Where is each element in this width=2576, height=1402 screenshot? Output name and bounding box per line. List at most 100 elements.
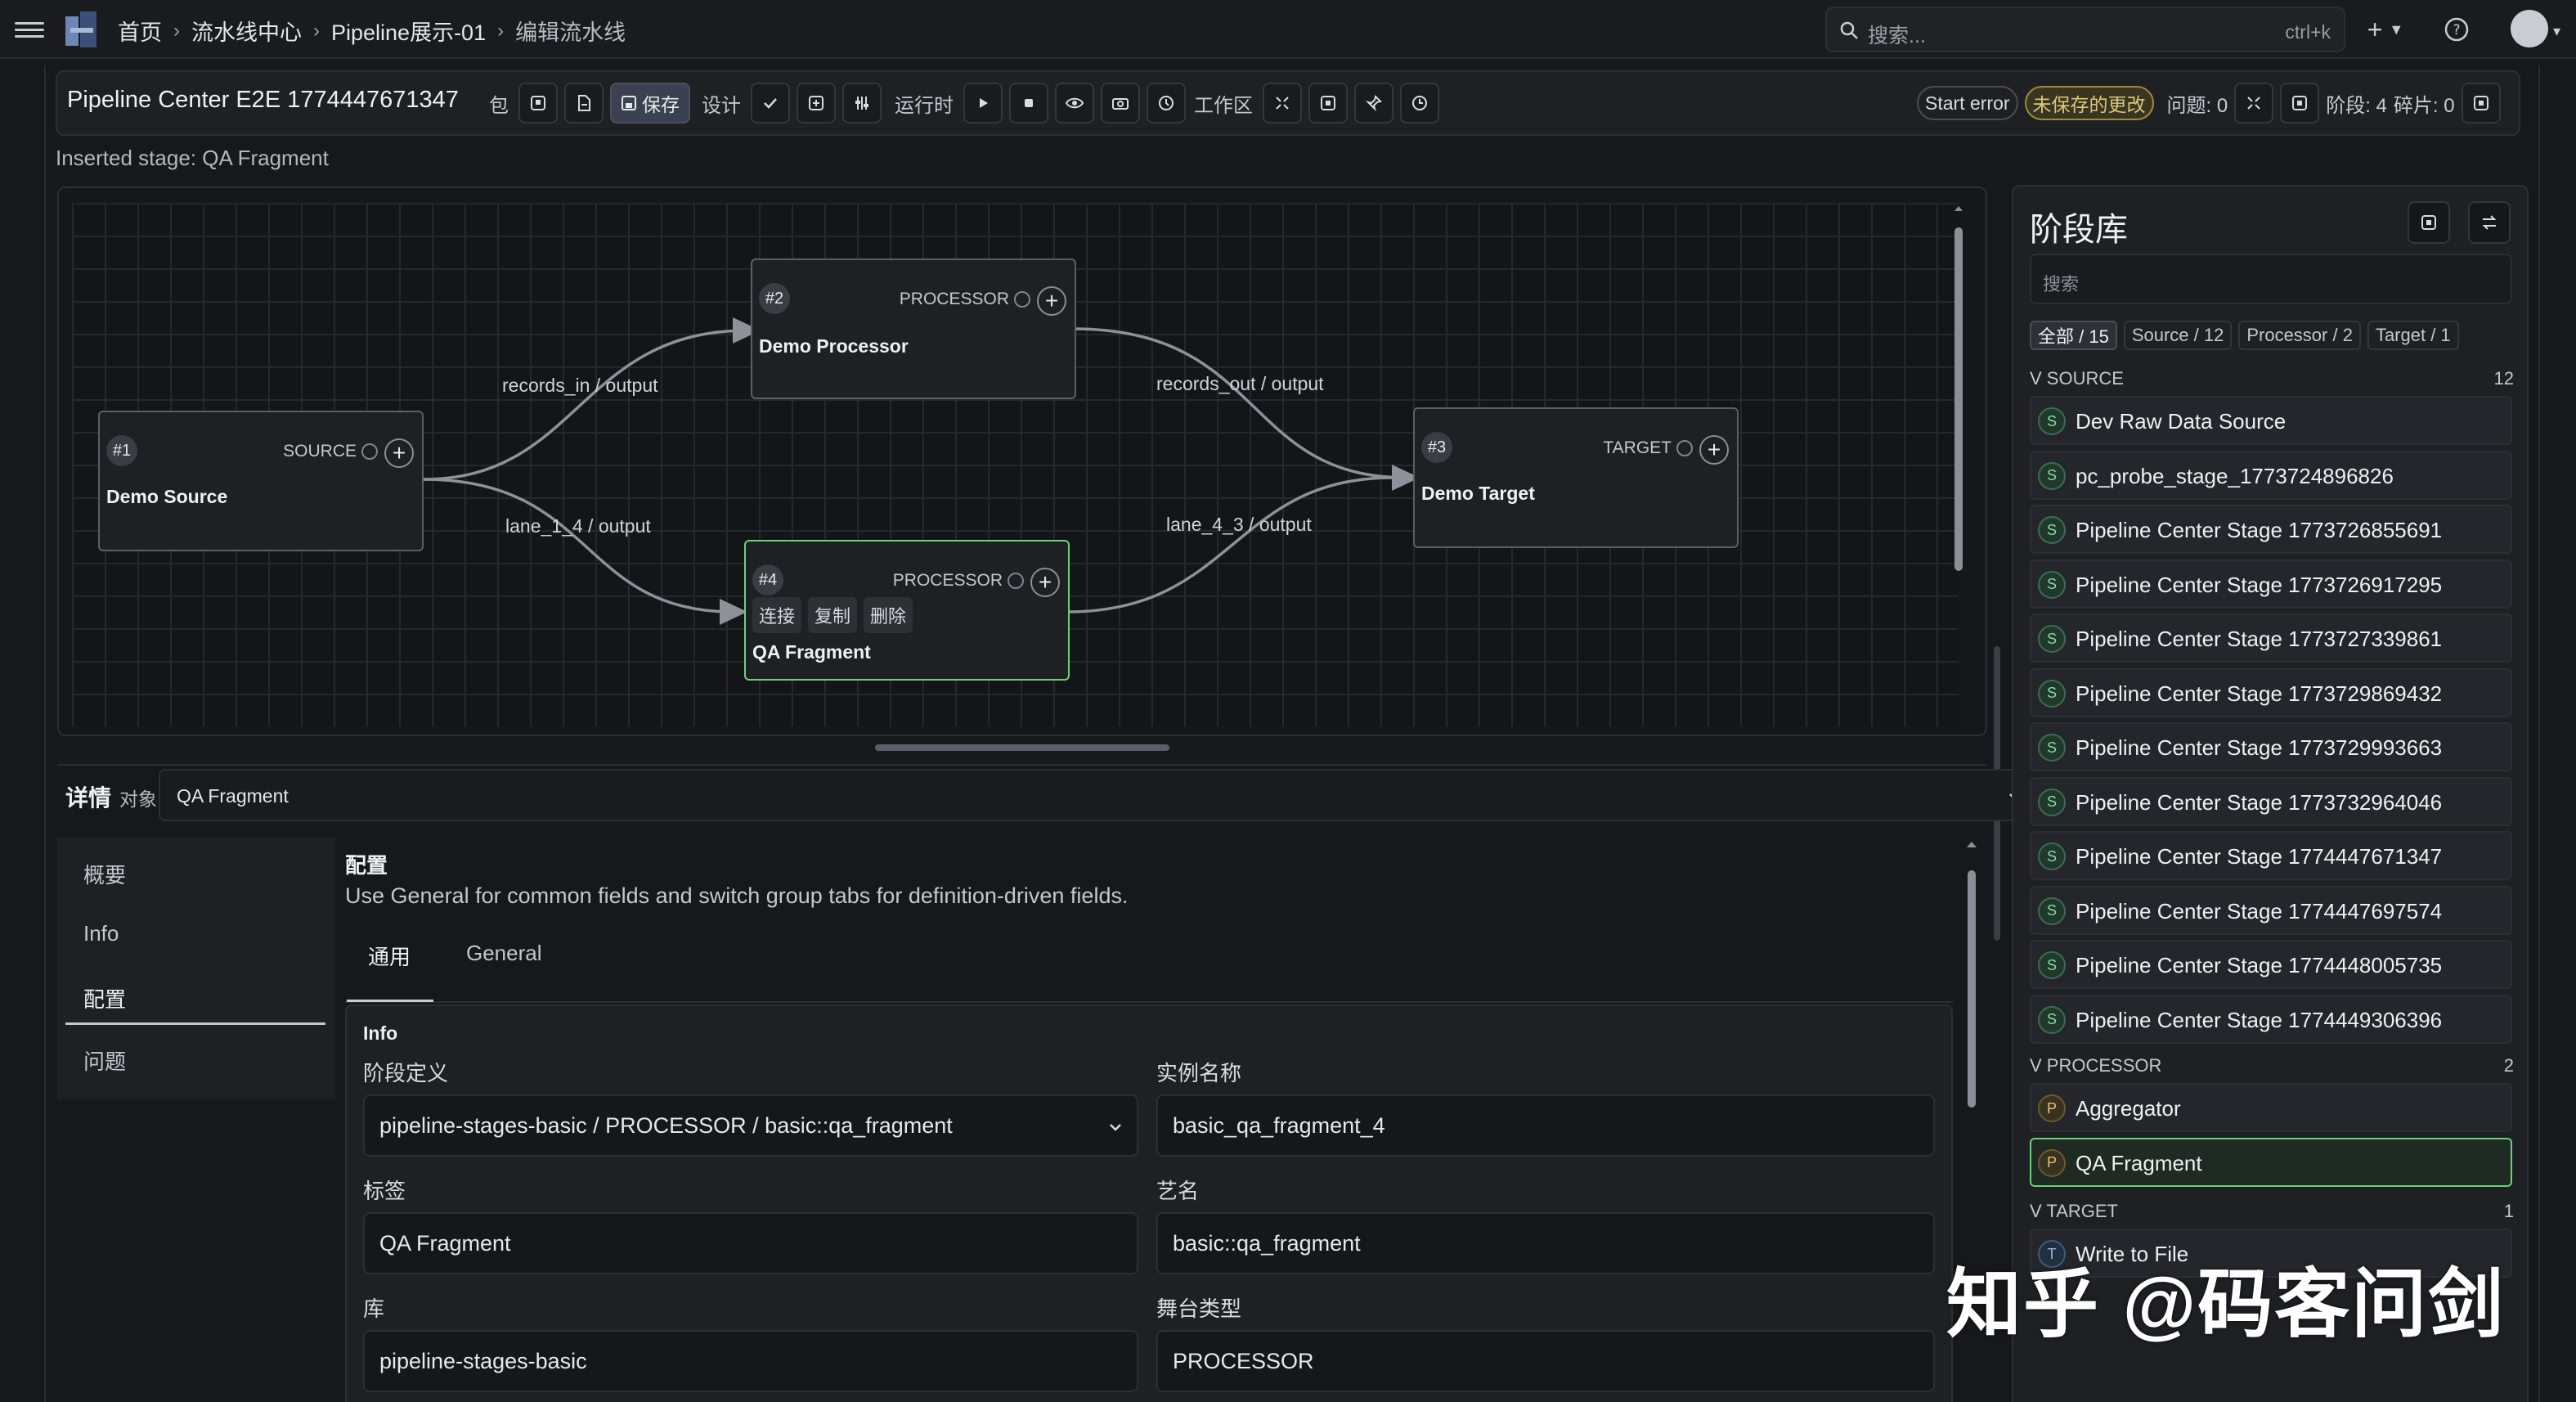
delete-button[interactable]: 删除	[864, 597, 913, 633]
validate-button[interactable]	[751, 83, 790, 124]
stage-node-qa-fragment[interactable]: #4 PROCESSOR + 连接 复制 删除 QA Fragment	[744, 540, 1070, 681]
config-heading: 配置	[345, 853, 388, 878]
stage-type-input[interactable]: PROCESSOR	[1156, 1330, 1935, 1392]
start-error-badge[interactable]: Start error	[1917, 86, 2018, 120]
scrollbar-thumb[interactable]	[1954, 227, 1963, 571]
collapse-button[interactable]	[1263, 83, 1302, 124]
panel-button[interactable]	[2280, 83, 2320, 124]
group-target-header[interactable]: V TARGET 1	[2030, 1201, 2514, 1222]
library-search-input[interactable]: 搜索	[2030, 254, 2512, 304]
instance-name-input[interactable]: basic_qa_fragment_4	[1156, 1094, 1935, 1157]
add-stage-button[interactable]	[797, 83, 836, 124]
tab-common[interactable]: 通用	[368, 945, 411, 969]
filter-chip-source[interactable]: Source / 12	[2123, 321, 2233, 350]
group-processor-header[interactable]: V PROCESSOR 2	[2030, 1055, 2514, 1076]
edge-lane-1-4[interactable]	[423, 478, 734, 613]
save-button[interactable]: 保存	[610, 83, 690, 124]
config-scrollbar[interactable]	[1964, 838, 1979, 1402]
library-layout-button[interactable]	[2408, 201, 2450, 244]
sidebar-toggle-button[interactable]	[2461, 83, 2501, 124]
filter-chip-all[interactable]: 全部 / 15	[2030, 321, 2117, 350]
tab-config[interactable]: 配置	[83, 987, 127, 1012]
stage-node-processor[interactable]: #2 PROCESSOR + Demo Processor	[751, 258, 1076, 399]
run-button[interactable]	[963, 83, 1003, 124]
preview-button[interactable]	[1055, 83, 1094, 124]
tag-input[interactable]: QA Fragment	[363, 1212, 1138, 1274]
port-icon[interactable]	[1676, 440, 1693, 456]
group-source-header[interactable]: V SOURCE 12	[2030, 368, 2514, 389]
auto-layout-button[interactable]	[842, 83, 882, 124]
filter-chip-processor[interactable]: Processor / 2	[2238, 321, 2361, 350]
fit-view-button[interactable]	[1308, 83, 1348, 124]
edge-records-out[interactable]	[1072, 327, 1407, 479]
scroll-up-icon[interactable]	[1964, 838, 1979, 851]
issues-count[interactable]: 问题: 0	[2166, 94, 2228, 117]
package-file-button[interactable]	[564, 83, 604, 124]
pipeline-canvas[interactable]: records_in / output records_out / output…	[57, 186, 1987, 736]
tab-general[interactable]: General	[466, 941, 542, 965]
history-button[interactable]	[1147, 83, 1186, 124]
breadcrumb-pipeline[interactable]: Pipeline展示-01	[331, 20, 487, 45]
port-icon[interactable]	[1008, 573, 1024, 589]
stage-node-source[interactable]: #1 SOURCE + Demo Source	[98, 411, 424, 551]
add-connection-button[interactable]: +	[1037, 286, 1066, 316]
stop-button[interactable]	[1009, 83, 1048, 124]
design-label: 设计	[702, 94, 741, 117]
app-logo[interactable]	[62, 8, 101, 51]
canvas-grid[interactable]: records_in / output records_out / output…	[72, 203, 1958, 726]
global-search-input[interactable]: 搜索... ctrl+k	[1825, 7, 2345, 52]
resize-handle[interactable]	[875, 744, 1169, 751]
breadcrumb-home[interactable]: 首页	[118, 20, 162, 45]
avatar[interactable]	[2511, 10, 2548, 47]
stage-node-target[interactable]: #3 TARGET + Demo Target	[1413, 407, 1739, 548]
pin-button[interactable]	[1354, 83, 1393, 124]
canvas-scrollbar[interactable]	[1953, 203, 1964, 731]
add-connection-button[interactable]: +	[1699, 435, 1729, 465]
menu-icon[interactable]	[15, 18, 44, 41]
package-export-button[interactable]	[518, 83, 558, 124]
add-connection-button[interactable]: +	[1030, 568, 1060, 597]
tab-info[interactable]: Info	[83, 921, 119, 946]
scroll-up-icon[interactable]	[1953, 203, 1964, 214]
tab-issues[interactable]: 问题	[83, 1049, 127, 1074]
object-select[interactable]: QA Fragment	[159, 769, 2036, 821]
expand-button[interactable]	[2234, 83, 2274, 124]
port-icon[interactable]	[361, 443, 378, 460]
stage-item-name: Pipeline Center Stage 1773727339861	[2076, 627, 2443, 651]
alias-input[interactable]: basic::qa_fragment	[1156, 1212, 1935, 1274]
scrollbar-thumb[interactable]	[1968, 870, 1976, 1108]
library-swap-button[interactable]	[2468, 201, 2511, 244]
add-connection-button[interactable]: +	[384, 438, 414, 468]
edge-lane-4-3[interactable]	[1067, 476, 1393, 613]
duplicate-button[interactable]: 复制	[808, 597, 858, 633]
snapshot-button[interactable]	[1101, 83, 1140, 124]
stage-def-select[interactable]: pipeline-stages-basic / PROCESSOR / basi…	[363, 1094, 1138, 1157]
help-icon[interactable]: ?	[2440, 13, 2473, 46]
port-icon[interactable]	[1014, 291, 1030, 308]
timer-button[interactable]	[1400, 83, 1439, 124]
filter-chip-target[interactable]: Target / 1	[2367, 321, 2459, 350]
stage-library-panel: 阶段库 搜索 全部 / 15 Source / 12 Processor / 2…	[2012, 185, 2529, 1402]
connect-button[interactable]: 连接	[752, 597, 802, 633]
breadcrumb-center[interactable]: 流水线中心	[191, 20, 302, 45]
edge-records-in[interactable]	[423, 329, 748, 481]
caret-down-icon[interactable]: ▾	[2553, 23, 2561, 39]
library-input[interactable]: pipeline-stages-basic	[363, 1330, 1138, 1392]
add-menu-button[interactable]: +▼	[2357, 11, 2414, 47]
tab-overview[interactable]: 概要	[83, 863, 127, 887]
